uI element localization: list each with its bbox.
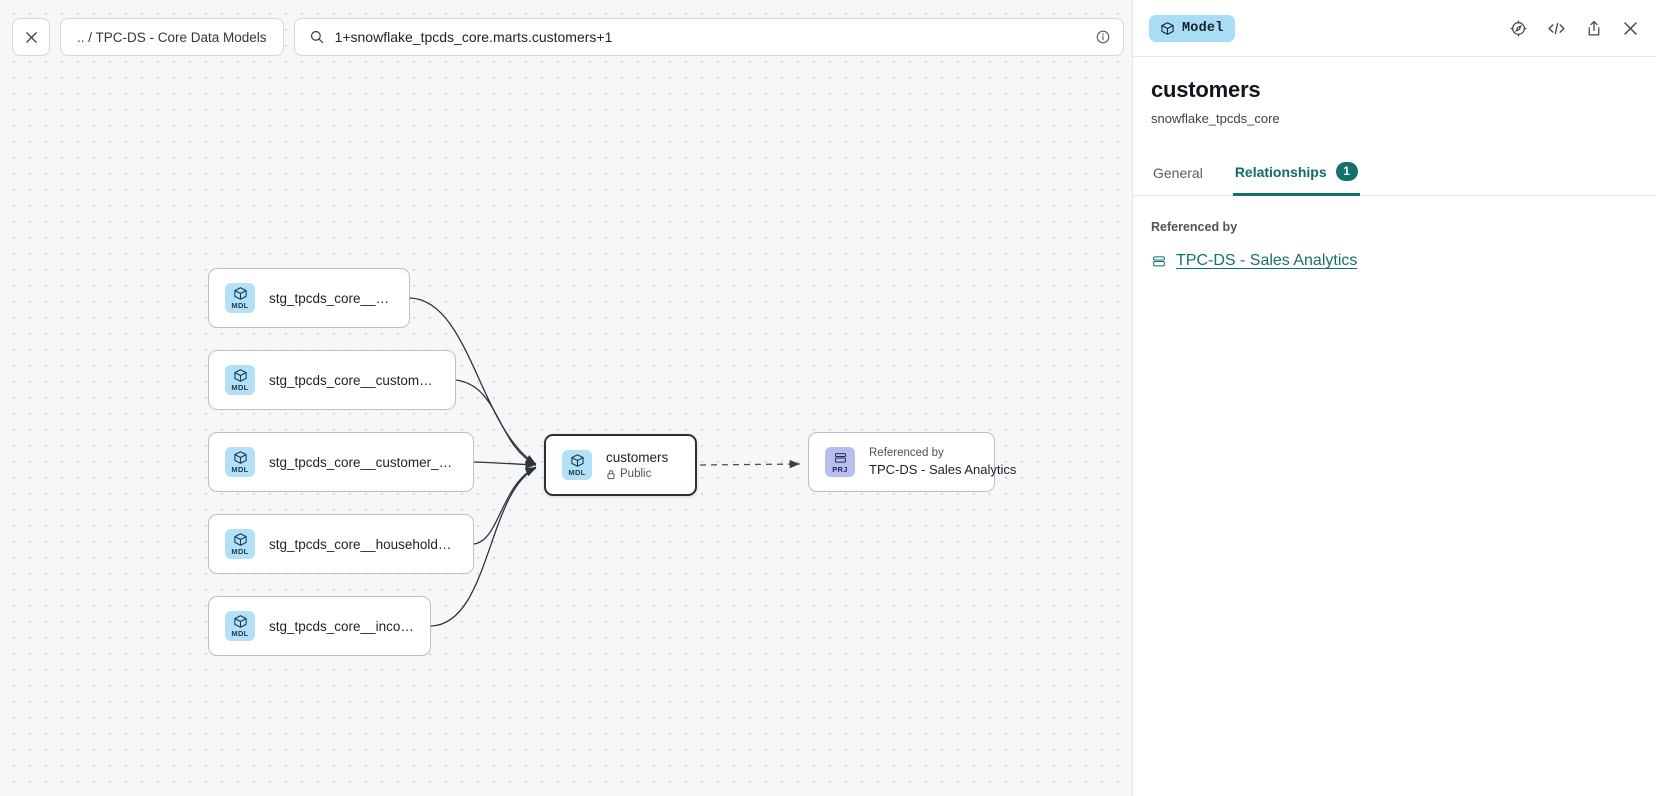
breadcrumb-label: .. / TPC-DS - Core Data Models <box>77 29 267 45</box>
mdl-badge-text: MDL <box>231 547 249 557</box>
node-kicker: Referenced by <box>869 447 944 459</box>
list-item[interactable]: TPC-DS - Sales Analytics <box>1151 252 1638 270</box>
details-panel: Model <box>1132 0 1656 796</box>
node-title: customers <box>606 450 669 465</box>
node-body: Referenced by TPC-DS - Sales Analytics <box>869 447 1017 477</box>
node-title: stg_tpcds_core__customer_address <box>269 372 439 388</box>
tab-relationships-badge: 1 <box>1335 162 1358 181</box>
graph-node-model[interactable]: MDL stg_tpcds_core__customer_demogra… <box>208 432 474 492</box>
cube-icon <box>233 369 247 383</box>
node-visibility-label: Public <box>620 468 652 480</box>
code-icon[interactable] <box>1546 19 1567 38</box>
cube-icon <box>233 451 247 465</box>
close-icon <box>25 31 37 43</box>
mdl-badge: MDL <box>225 447 255 477</box>
graph-node-model[interactable]: MDL stg_tpcds_core__customer_address <box>208 350 456 410</box>
tab-relationships-label: Relationships <box>1234 163 1327 180</box>
mdl-badge: MDL <box>225 283 255 313</box>
page-title: customers <box>1151 77 1261 102</box>
close-panel-button[interactable] <box>1621 19 1640 38</box>
node-title: stg_tpcds_core__income_band <box>269 618 414 634</box>
referenced-by-link[interactable]: TPC-DS - Sales Analytics <box>1176 252 1358 269</box>
cube-icon <box>233 287 247 301</box>
tab-general[interactable]: General <box>1151 155 1205 196</box>
share-icon[interactable] <box>1585 19 1603 38</box>
mdl-badge-text: MDL <box>231 465 249 475</box>
cube-icon <box>1161 21 1174 35</box>
mdl-badge: MDL <box>225 529 255 559</box>
lineage-canvas[interactable]: MDL stg_tpcds_core__customer MDL stg_tpc… <box>0 0 1132 796</box>
project-icon <box>1153 255 1165 266</box>
lock-icon <box>607 469 615 479</box>
prj-badge-text: PRJ <box>832 464 848 474</box>
mdl-badge: MDL <box>562 450 592 480</box>
node-body: customers Public <box>606 450 668 480</box>
entity-type-chip[interactable]: Model <box>1149 14 1235 42</box>
node-visibility: Public <box>606 468 668 480</box>
compass-icon <box>1510 19 1527 37</box>
prj-badge: PRJ <box>825 447 855 477</box>
cube-icon <box>233 533 247 547</box>
search-icon <box>310 30 323 44</box>
mdl-badge-text: MDL <box>231 629 249 639</box>
lineage-search[interactable] <box>293 18 1124 56</box>
node-title: stg_tpcds_core__customer <box>269 290 393 306</box>
graph-node-model[interactable]: MDL stg_tpcds_core__income_band <box>208 596 431 656</box>
node-layer: MDL stg_tpcds_core__customer MDL stg_tpc… <box>208 268 1017 656</box>
breadcrumb[interactable]: .. / TPC-DS - Core Data Models <box>60 18 284 56</box>
info-icon <box>1096 30 1109 44</box>
close-icon <box>1624 21 1637 35</box>
panel-header: Model <box>1133 0 1656 57</box>
search-input[interactable] <box>334 29 1085 45</box>
graph-node-model[interactable]: MDL stg_tpcds_core__household_demogr… <box>208 514 474 574</box>
graph-node-selected-customers[interactable]: MDL customers Public <box>544 434 697 496</box>
graph-toolbar: .. / TPC-DS - Core Data Models <box>12 18 1132 56</box>
relationships-section: Referenced by TPC-DS - Sales Analytics <box>1133 196 1656 270</box>
panel-actions <box>1509 19 1640 38</box>
mdl-badge: MDL <box>225 611 255 641</box>
panel-title-block: customers snowflake_tpcds_core <box>1133 57 1656 126</box>
node-title: stg_tpcds_core__customer_demogra… <box>269 454 457 470</box>
node-title: stg_tpcds_core__household_demogr… <box>269 536 457 552</box>
tab-general-label: General <box>1153 165 1203 181</box>
cube-icon <box>233 615 247 629</box>
panel-tabs: General Relationships 1 <box>1133 152 1656 196</box>
project-icon <box>834 452 846 463</box>
mdl-badge-text: MDL <box>568 468 586 478</box>
code-brackets-icon <box>1548 22 1565 34</box>
share-upload-icon <box>1588 20 1600 35</box>
close-graph-button[interactable] <box>12 18 50 56</box>
explore-icon[interactable] <box>1509 19 1528 38</box>
mdl-badge: MDL <box>225 365 255 395</box>
referenced-by-label: Referenced by <box>1151 220 1238 234</box>
mdl-badge-text: MDL <box>231 301 249 311</box>
panel-subtitle: snowflake_tpcds_core <box>1151 111 1280 126</box>
graph-node-project[interactable]: PRJ Referenced by TPC-DS - Sales Analyti… <box>808 432 1017 492</box>
mdl-badge-text: MDL <box>231 383 249 393</box>
graph-node-model[interactable]: MDL stg_tpcds_core__customer <box>208 268 410 328</box>
cube-icon <box>570 454 584 468</box>
node-title: TPC-DS - Sales Analytics <box>869 462 1017 477</box>
tab-relationships[interactable]: Relationships 1 <box>1232 152 1360 196</box>
entity-type-label: Model <box>1182 20 1224 36</box>
